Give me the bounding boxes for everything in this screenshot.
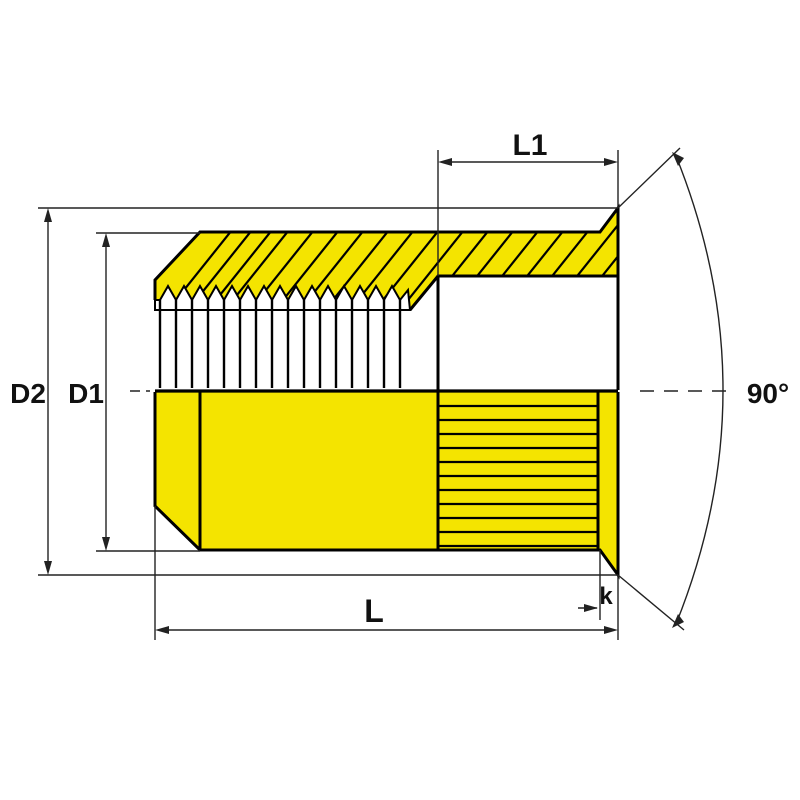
thread-lines [158,300,402,388]
label-angle: 90° [747,378,789,409]
label-l: L [364,593,384,629]
arrowheads [44,152,684,634]
outer-profile-upper [153,203,620,390]
label-l1: L1 [512,129,547,162]
lower-body-section [155,392,618,575]
label-k: k [599,583,613,610]
knurl-lines [438,404,598,548]
label-d2: D2 [10,378,46,409]
nut-outline [153,203,620,580]
angle-arc [675,155,724,625]
label-d1: D1 [68,378,104,409]
bore-step [408,274,618,311]
outer-profile-lower [153,392,620,580]
dimension-lines [38,147,730,640]
thread-teeth [154,283,412,311]
